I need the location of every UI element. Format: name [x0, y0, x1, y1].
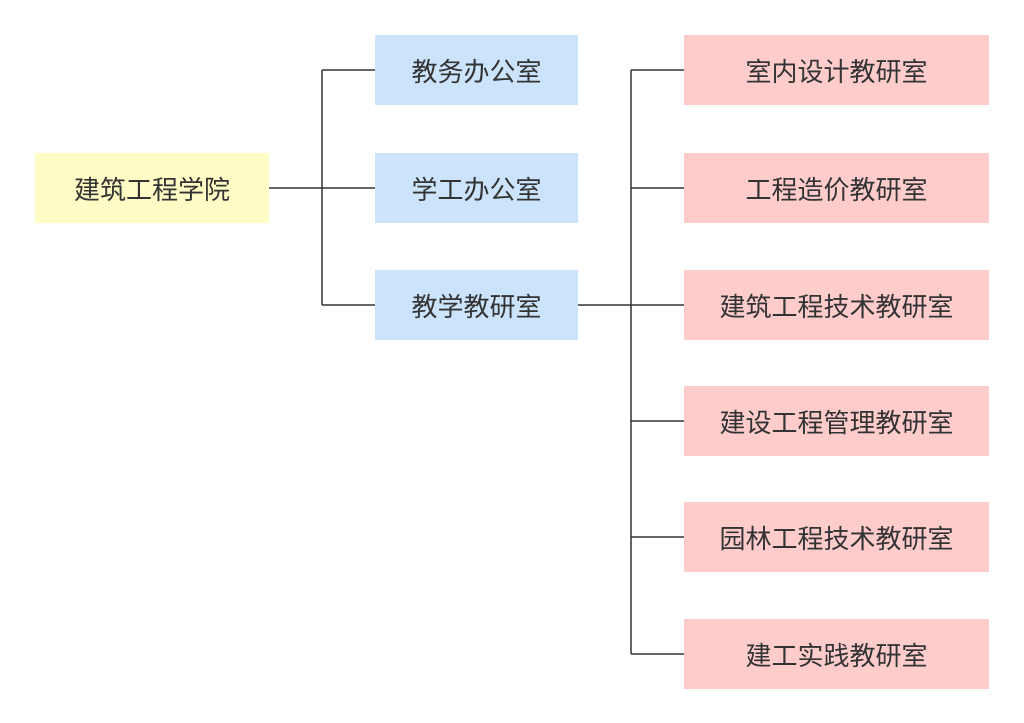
node-student-affairs-office: 学工办公室 — [375, 153, 578, 223]
node-construction-management-section: 建设工程管理教研室 — [684, 386, 989, 456]
node-construction-practice-section: 建工实践教研室 — [684, 619, 989, 689]
node-landscape-engineering-section: 园林工程技术教研室 — [684, 502, 989, 572]
node-teaching-research-office: 教学教研室 — [375, 270, 578, 340]
node-interior-design-section: 室内设计教研室 — [684, 35, 989, 105]
node-cost-engineering-section: 工程造价教研室 — [684, 153, 989, 223]
node-building-engineering-section: 建筑工程技术教研室 — [684, 270, 989, 340]
node-root-college: 建筑工程学院 — [35, 153, 269, 223]
node-academic-affairs-office: 教务办公室 — [375, 35, 578, 105]
